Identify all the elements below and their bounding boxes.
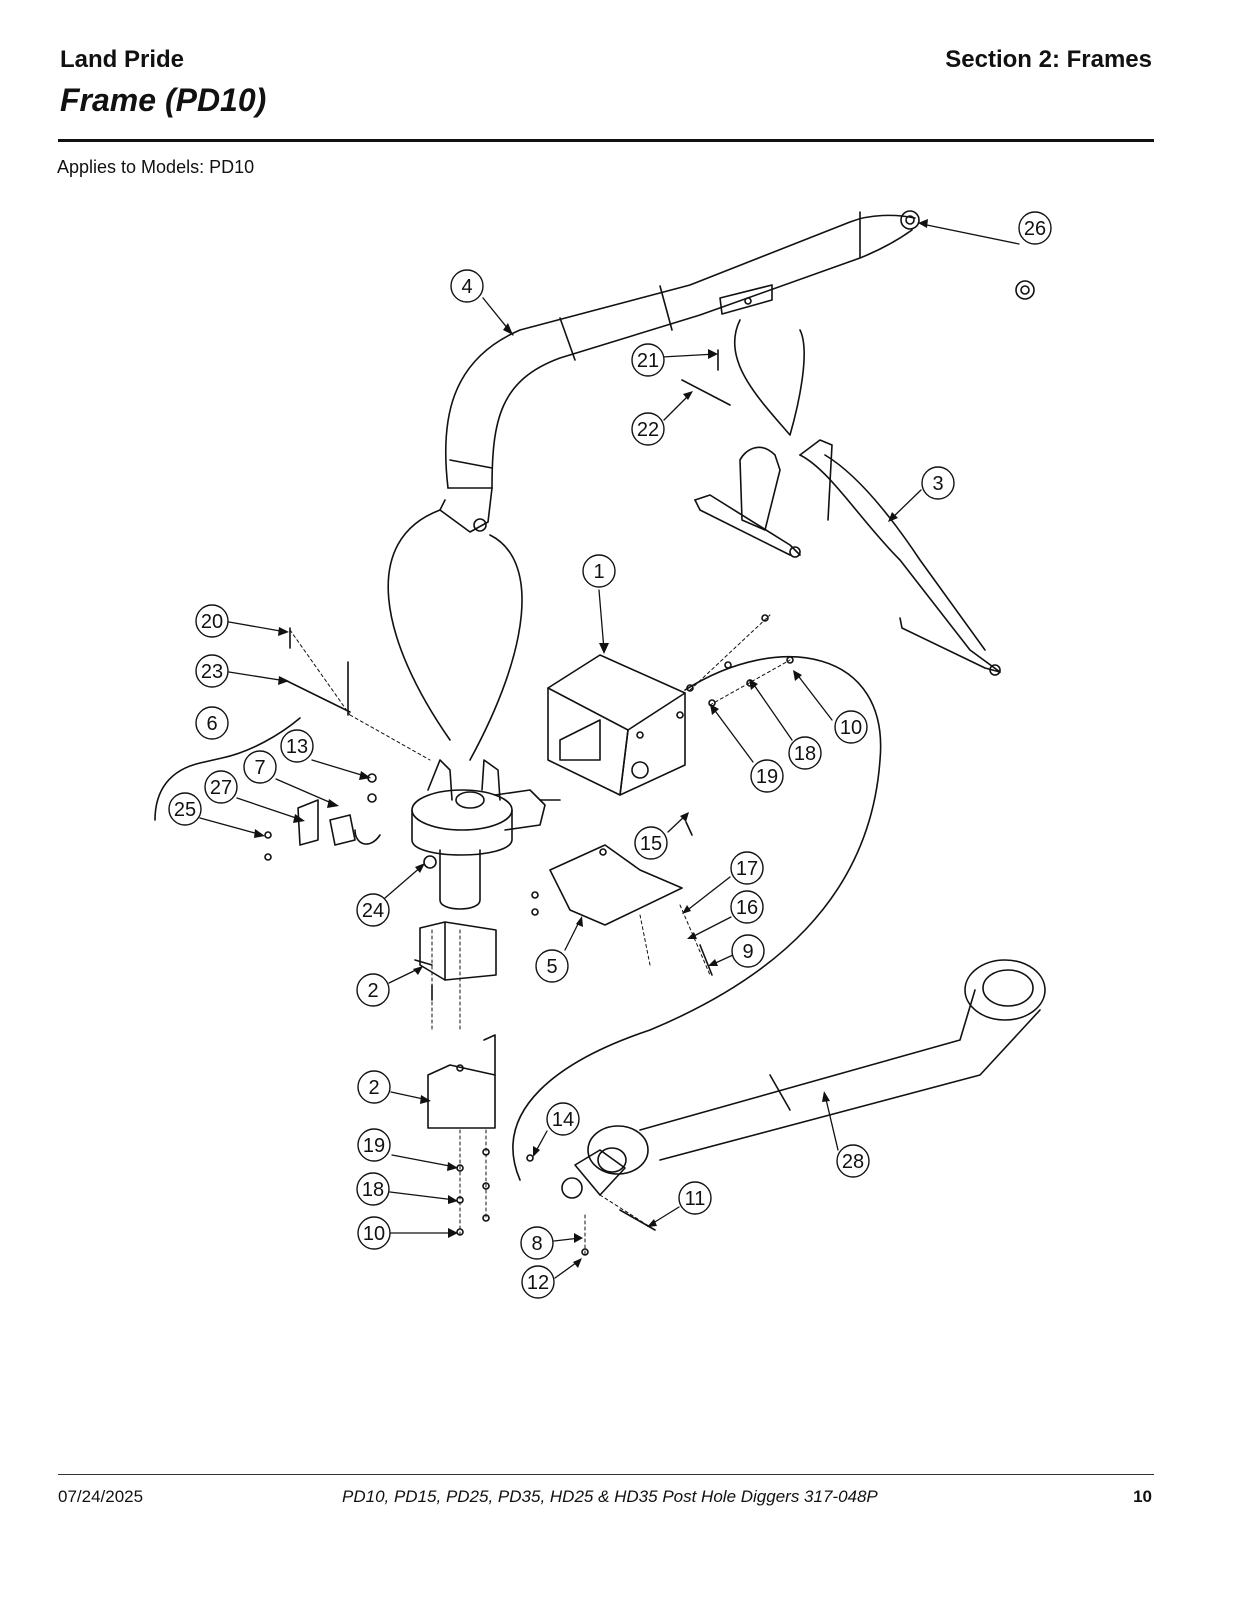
callout-5: 5 bbox=[535, 949, 569, 983]
driveline-part bbox=[561, 959, 1046, 1199]
leader-loop-1 bbox=[387, 509, 451, 741]
callout-25: 25 bbox=[168, 792, 202, 826]
callout-21: 21 bbox=[631, 343, 665, 377]
bracket-upper-part bbox=[419, 921, 497, 981]
section-title: Section 2: Frames bbox=[945, 46, 1152, 73]
svg-text:5: 5 bbox=[546, 956, 557, 978]
callout-17: 17 bbox=[730, 851, 764, 885]
leader-loop-3 bbox=[733, 319, 805, 436]
callout-19b: 19 bbox=[357, 1128, 391, 1162]
leader-loop-2 bbox=[469, 534, 523, 761]
svg-text:16: 16 bbox=[736, 897, 758, 919]
callout-2a: 2 bbox=[356, 973, 390, 1007]
svg-text:2: 2 bbox=[367, 980, 378, 1002]
callout-18b: 18 bbox=[356, 1172, 390, 1206]
callout-28: 28 bbox=[836, 1144, 870, 1178]
frame-lower-part bbox=[694, 439, 1001, 676]
svg-text:27: 27 bbox=[210, 777, 232, 799]
callout-7: 7 bbox=[243, 750, 277, 784]
callout-23: 23 bbox=[195, 654, 229, 688]
brand-name: Land Pride bbox=[60, 46, 185, 73]
svg-text:10: 10 bbox=[840, 717, 862, 739]
svg-text:6: 6 bbox=[206, 713, 217, 735]
arrowheads bbox=[254, 219, 928, 1268]
callout-12: 12 bbox=[521, 1265, 555, 1299]
svg-text:18: 18 bbox=[362, 1179, 384, 1201]
callout-10b: 10 bbox=[357, 1216, 391, 1250]
callout-8: 8 bbox=[520, 1226, 554, 1260]
svg-text:26: 26 bbox=[1024, 218, 1046, 240]
callout-16: 16 bbox=[730, 890, 764, 924]
callout-20: 20 bbox=[195, 604, 229, 638]
header-divider bbox=[58, 139, 1154, 142]
svg-text:13: 13 bbox=[286, 736, 308, 758]
callout-15: 15 bbox=[634, 826, 668, 860]
svg-text:22: 22 bbox=[637, 419, 659, 441]
page-title: Frame (PD10) bbox=[60, 82, 267, 118]
footer-divider bbox=[58, 1474, 1154, 1475]
svg-text:19: 19 bbox=[363, 1135, 385, 1157]
svg-text:10: 10 bbox=[363, 1223, 385, 1245]
leader-loop-4 bbox=[512, 655, 882, 1181]
callout-6: 6 bbox=[195, 706, 229, 740]
svg-text:21: 21 bbox=[637, 350, 659, 372]
svg-text:14: 14 bbox=[552, 1109, 574, 1131]
svg-text:4: 4 bbox=[461, 276, 472, 298]
svg-text:9: 9 bbox=[742, 941, 753, 963]
footer-date: 07/24/2025 bbox=[58, 1487, 144, 1506]
svg-text:25: 25 bbox=[174, 799, 196, 821]
callout-18a: 18 bbox=[788, 736, 822, 770]
callout-11: 11 bbox=[678, 1181, 712, 1215]
hardware-axes bbox=[289, 614, 791, 1256]
callout-labels: 1 2 2 3 4 5 6 7 8 9 10 10 11 12 13 14 15… bbox=[168, 211, 1052, 1299]
svg-text:23: 23 bbox=[201, 661, 223, 683]
leader-loop-5 bbox=[354, 829, 381, 845]
page-number: 10 bbox=[1133, 1487, 1152, 1506]
svg-text:11: 11 bbox=[685, 1188, 706, 1210]
callout-13: 13 bbox=[280, 729, 314, 763]
frame-arm-part bbox=[439, 210, 920, 533]
svg-text:1: 1 bbox=[593, 561, 604, 583]
svg-text:8: 8 bbox=[531, 1233, 542, 1255]
callout-22: 22 bbox=[631, 412, 665, 446]
svg-text:7: 7 bbox=[254, 757, 265, 779]
callout-10a: 10 bbox=[834, 710, 868, 744]
hardware-items bbox=[264, 280, 1035, 1256]
gearbox-body-part bbox=[411, 759, 561, 910]
footer-document-title: PD10, PD15, PD25, PD35, HD25 & HD35 Post… bbox=[342, 1487, 878, 1506]
svg-text:18: 18 bbox=[794, 743, 816, 765]
svg-text:20: 20 bbox=[201, 611, 223, 633]
gearbox-housing-part bbox=[547, 654, 686, 796]
callout-9: 9 bbox=[731, 934, 765, 968]
callout-1: 1 bbox=[582, 554, 616, 588]
svg-text:28: 28 bbox=[842, 1151, 864, 1173]
svg-text:19: 19 bbox=[756, 766, 778, 788]
callout-2b: 2 bbox=[357, 1070, 391, 1104]
svg-text:15: 15 bbox=[640, 833, 662, 855]
group-6-bracket bbox=[154, 717, 301, 821]
callout-26: 26 bbox=[1018, 211, 1052, 245]
callout-leaders bbox=[199, 223, 1020, 1279]
svg-text:2: 2 bbox=[368, 1077, 379, 1099]
callout-27: 27 bbox=[204, 770, 238, 804]
callout-14: 14 bbox=[546, 1102, 580, 1136]
svg-text:12: 12 bbox=[527, 1272, 549, 1294]
callout-4: 4 bbox=[450, 269, 484, 303]
applies-to-models: Applies to Models: PD10 bbox=[57, 157, 255, 177]
svg-text:24: 24 bbox=[362, 900, 384, 922]
callout-24: 24 bbox=[356, 893, 390, 927]
shield-part bbox=[549, 844, 683, 926]
svg-text:3: 3 bbox=[932, 473, 943, 495]
callout-3: 3 bbox=[921, 466, 955, 500]
callout-19a: 19 bbox=[750, 759, 784, 793]
svg-text:17: 17 bbox=[736, 858, 758, 880]
bracket-lower-part bbox=[427, 1034, 496, 1129]
